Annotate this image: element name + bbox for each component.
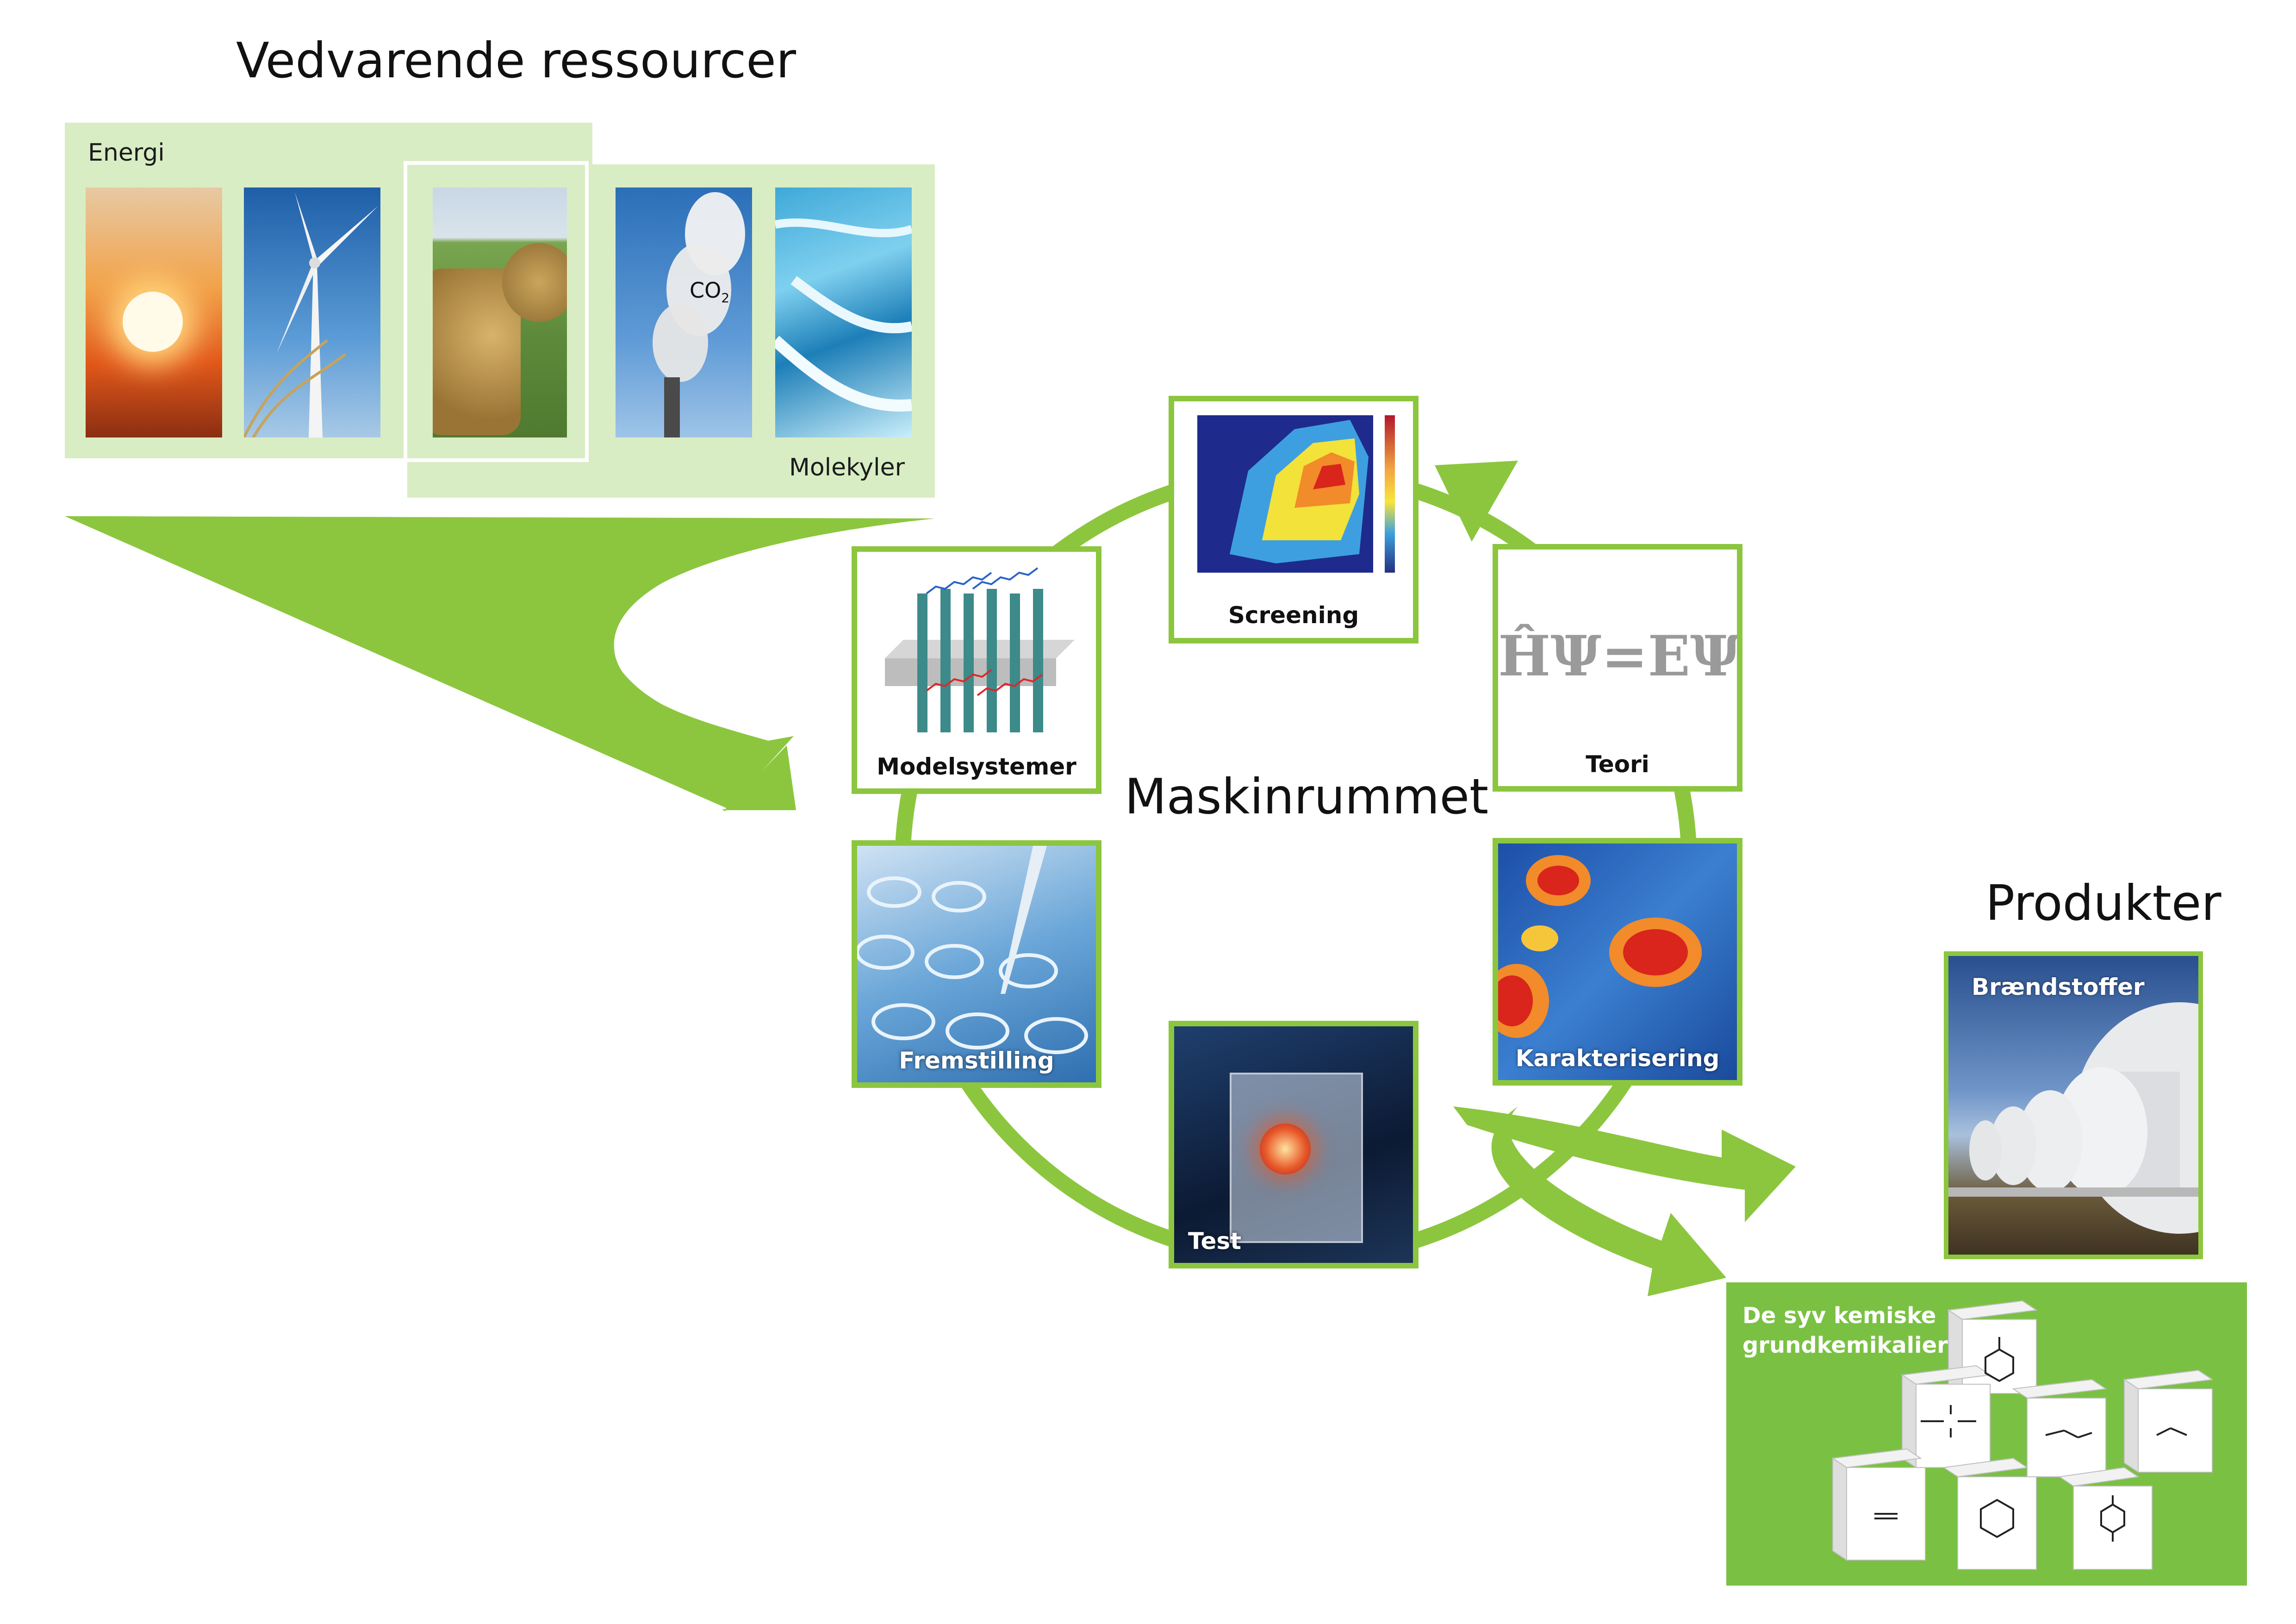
node-screening: Screening [1169, 396, 1419, 643]
sunset-photo [86, 187, 222, 437]
co2-label: CO2 [690, 278, 730, 306]
water-photo [775, 187, 912, 437]
screening-heatmap-icon [1197, 415, 1395, 573]
chimney-icon [664, 377, 680, 437]
hay-bales-photo [433, 187, 567, 437]
node-karakterisering: Karakterisering [1493, 838, 1742, 1086]
wind-turbine-icon [244, 192, 378, 437]
resources-to-cycle-arrowhead [724, 745, 796, 810]
cycle-arrowhead [1435, 461, 1518, 542]
pipette-wells-icon [857, 846, 1088, 1054]
sun-icon [123, 292, 183, 352]
node-test-label: Test [1188, 1228, 1242, 1255]
smokestack-photo: CO2 [616, 187, 752, 437]
energy-label: Energi [88, 139, 165, 167]
molecules-label: Molekyler [789, 454, 905, 481]
cycle-to-fuels-arrow [1453, 1106, 1796, 1222]
node-modelsystemer-label: Modelsystemer [877, 753, 1076, 780]
test-glow-icon [1260, 1124, 1311, 1174]
cycle-to-chemicals-arrow [1491, 1106, 1726, 1296]
node-karakterisering-label: Karakterisering [1515, 1045, 1720, 1072]
fuels-photo: Brændstoffer [1944, 951, 2203, 1259]
node-fremstilling-label: Fremstilling [899, 1047, 1054, 1074]
microscopy-icon [1498, 855, 1702, 1038]
node-screening-label: Screening [1228, 602, 1359, 629]
node-teori: ĤΨ=EΨ Teori [1493, 544, 1742, 792]
schrodinger-equation: ĤΨ=EΨ [1498, 624, 1741, 689]
chemicals-panel: De syv kemiske grundkemikalier [1726, 1282, 2247, 1586]
chemicals-label: De syv kemiske grundkemikalier [1742, 1301, 1948, 1360]
resources-funnel [65, 516, 935, 768]
node-teori-label: Teori [1586, 751, 1649, 778]
node-test: Test [1169, 1021, 1419, 1268]
chemicals-label-line1: De syv kemiske [1742, 1303, 1936, 1329]
title-products: Produkter [1985, 875, 2221, 931]
title-engine-room: Maskinrummet [1125, 768, 1489, 825]
node-fremstilling: Fremstilling [852, 840, 1101, 1088]
fuel-tanks-icon [1948, 1002, 2198, 1234]
node-modelsystemer: Modelsystemer [852, 546, 1101, 794]
fuels-label: Brændstoffer [1972, 974, 2145, 1000]
hay-bale-back [502, 243, 567, 322]
chemical-cubes-icon [1831, 1300, 2214, 1570]
overlap-frame [404, 161, 589, 462]
water-icon [775, 218, 912, 412]
wind-turbine-photo [244, 187, 380, 437]
title-renewable-resources: Vedvarende ressourcer [236, 32, 796, 89]
nanowire-model-icon [885, 567, 1075, 732]
chemicals-label-line2: grundkemikalier [1742, 1332, 1948, 1358]
